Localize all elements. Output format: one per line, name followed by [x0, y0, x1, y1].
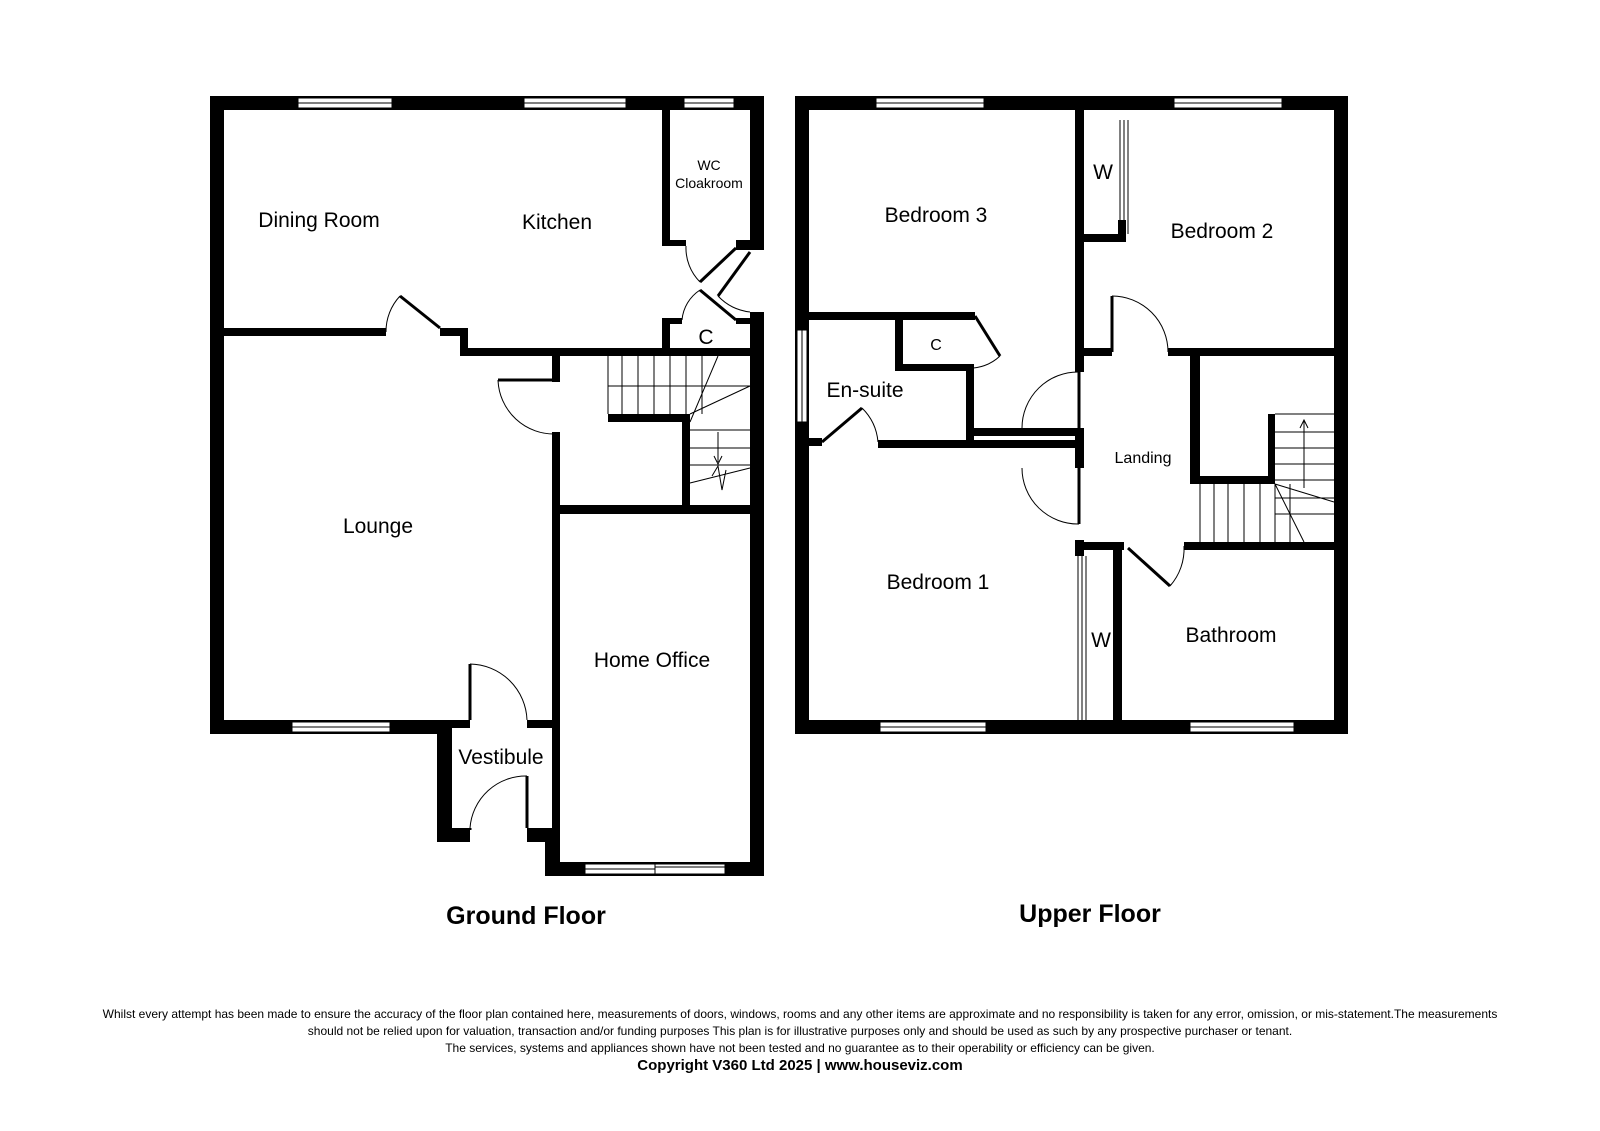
- room-label-bedroom-1: Bedroom 1: [887, 571, 990, 594]
- room-label-bedroom-3: Bedroom 3: [885, 204, 988, 227]
- room-label-wc: WC: [697, 157, 720, 173]
- room-label-dining-room: Dining Room: [258, 209, 379, 232]
- room-label-vestibule: Vestibule: [458, 746, 543, 769]
- ground-floor-labels: Dining Room Kitchen WC Cloakroom C Loung…: [258, 157, 743, 930]
- ground-floor-windows: [291, 97, 735, 875]
- footer: Whilst every attempt has been made to en…: [100, 1006, 1500, 1074]
- copyright: Copyright V360 Ltd 2025 | www.houseviz.c…: [637, 1057, 963, 1074]
- ground-floor-doors: [385, 245, 752, 830]
- upper-floor-doors: [821, 120, 1185, 720]
- upper-floor-windows: [796, 97, 1295, 733]
- room-label-bedroom-2: Bedroom 2: [1171, 220, 1274, 243]
- room-label-wardrobe-2: W: [1093, 161, 1113, 184]
- room-label-kitchen: Kitchen: [522, 211, 592, 234]
- room-label-cupboard-upper: C: [930, 337, 942, 354]
- room-label-landing: Landing: [1115, 450, 1172, 467]
- ground-floor-title: Ground Floor: [446, 902, 606, 930]
- room-label-home-office: Home Office: [594, 649, 710, 672]
- room-label-lounge: Lounge: [343, 515, 413, 538]
- ground-floor-stairs: [607, 355, 751, 491]
- disclaimer-text: Whilst every attempt has been made to en…: [102, 1007, 1498, 1038]
- upper-floor-labels: Bedroom 3 Bedroom 2 W C En-suite Landing…: [826, 161, 1276, 928]
- upper-floor-title: Upper Floor: [1019, 900, 1161, 928]
- disclaimer-services: The services, systems and appliances sho…: [445, 1041, 1155, 1055]
- room-label-cloakroom: Cloakroom: [675, 175, 743, 191]
- ground-floor-plan: Dining Room Kitchen WC Cloakroom C Loung…: [210, 96, 764, 930]
- room-label-en-suite: En-suite: [826, 379, 903, 402]
- room-label-bathroom: Bathroom: [1185, 624, 1276, 647]
- upper-floor-plan: Bedroom 3 Bedroom 2 W C En-suite Landing…: [795, 96, 1348, 928]
- upper-floor-stairs: [1199, 413, 1335, 543]
- room-label-cupboard: C: [698, 326, 713, 349]
- room-label-wardrobe-1: W: [1091, 629, 1111, 652]
